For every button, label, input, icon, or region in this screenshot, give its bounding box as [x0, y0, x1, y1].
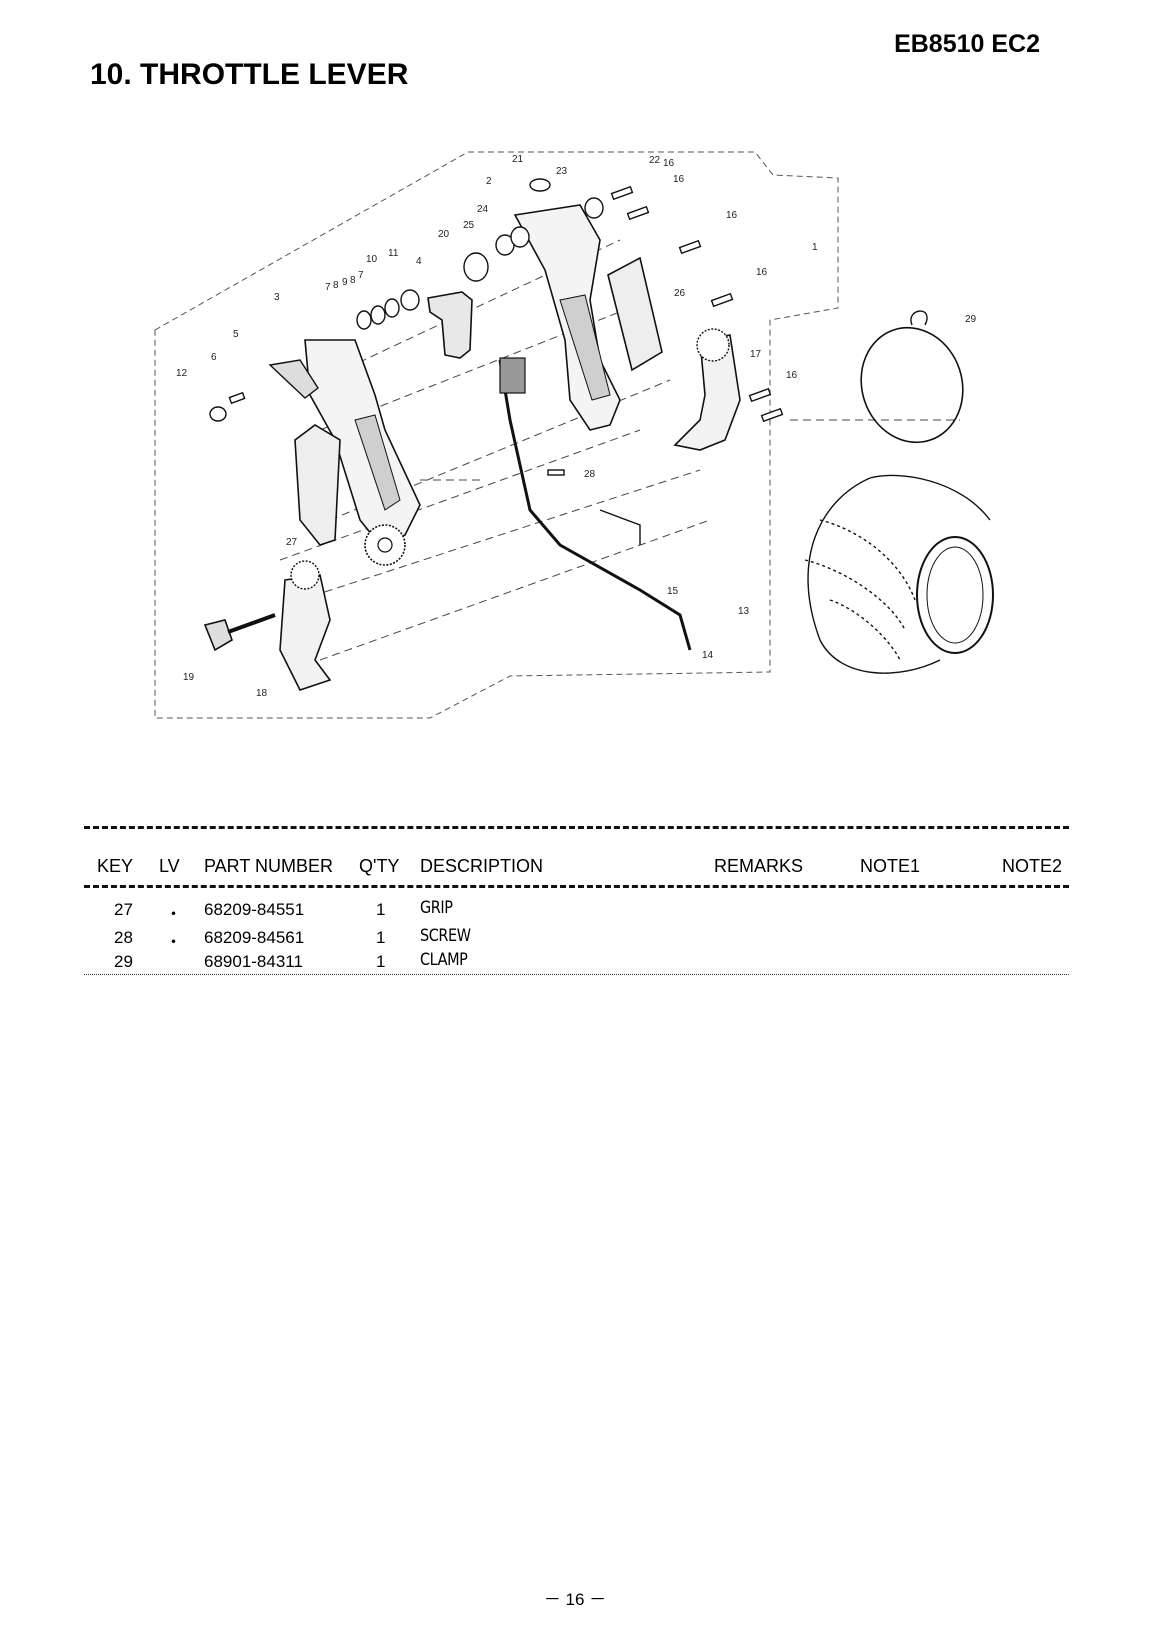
- handle-right-texture: [559, 294, 611, 401]
- callout-16c: 16: [726, 210, 738, 221]
- callout-20: 20: [438, 229, 450, 240]
- callout-6: 6: [211, 352, 217, 363]
- knob-shaft: [227, 613, 276, 634]
- bracket-lower: [279, 574, 332, 691]
- callout-16b: 16: [673, 174, 685, 185]
- row-27-description: GRIP: [420, 898, 453, 918]
- callout-labels: 1 2 3 4 5 6 7 8 9 8 7 10 11 12 13 14 15 …: [176, 154, 977, 699]
- table-bottom-rule: [84, 974, 1069, 975]
- callout-16d: 16: [756, 267, 768, 278]
- callout-1: 1: [812, 242, 818, 253]
- table-header-rule: [84, 885, 1069, 888]
- row-29-qty: 1: [376, 952, 386, 971]
- page-title: 10. THROTTLE LEVER: [90, 58, 409, 91]
- col-header-note1: NOTE1: [860, 856, 921, 876]
- gear-hub-left: [377, 537, 393, 553]
- callout-14: 14: [702, 650, 714, 661]
- callout-7b: 7: [358, 270, 364, 281]
- callout-18: 18: [256, 688, 268, 699]
- callout-21: 21: [512, 154, 524, 165]
- throttle-cable: [498, 359, 692, 651]
- side-cover: [607, 256, 663, 372]
- callout-19: 19: [183, 672, 195, 683]
- callout-24: 24: [477, 204, 489, 215]
- callout-27: 27: [286, 537, 298, 548]
- callout-15: 15: [667, 586, 679, 597]
- lever-arm: [268, 359, 319, 399]
- row-28-description: SCREW: [420, 926, 471, 946]
- row-27-lv: ・: [165, 905, 182, 924]
- callout-11: 11: [388, 248, 399, 259]
- callout-3: 3: [274, 292, 280, 303]
- adjust-knob: [203, 619, 233, 652]
- callout-4: 4: [416, 256, 422, 267]
- col-header-description: DESCRIPTION: [420, 856, 544, 876]
- row-29-part-number: 68901-84311: [204, 952, 303, 971]
- col-header-key: KEY: [97, 856, 134, 876]
- callout-23: 23: [556, 166, 568, 177]
- table-top-rule: [84, 826, 1069, 829]
- row-28-qty: 1: [376, 928, 386, 947]
- row-29-description: CLAMP: [420, 950, 468, 970]
- callout-22: 22: [649, 155, 661, 166]
- callout-16a: 16: [663, 158, 675, 169]
- callout-13: 13: [738, 606, 750, 617]
- row-28-lv: ・: [165, 933, 182, 952]
- col-header-lv: LV: [159, 856, 180, 876]
- washers: [209, 178, 604, 422]
- switch-block: [499, 357, 526, 394]
- grip-cover: [294, 424, 341, 546]
- model-number: EB8510 EC2: [894, 30, 1040, 58]
- row-27-key: 27: [114, 900, 133, 919]
- callout-9: 9: [342, 277, 348, 288]
- spline-gear-lower: [290, 560, 320, 590]
- callout-17: 17: [750, 349, 762, 360]
- handle-left-texture: [354, 414, 401, 511]
- col-header-remarks: REMARKS: [714, 856, 804, 876]
- callout-28: 28: [584, 469, 596, 480]
- clamp-latch: [910, 310, 928, 326]
- callout-10: 10: [366, 254, 378, 265]
- screws: [228, 185, 784, 476]
- callout-29: 29: [965, 314, 977, 325]
- callout-25: 25: [463, 220, 475, 231]
- page-number: － 16 －: [543, 1590, 607, 1609]
- col-header-part-number: PART NUMBER: [204, 856, 334, 876]
- spline-gear-upper: [696, 328, 730, 362]
- clamp-ring: [860, 326, 964, 444]
- callout-2: 2: [486, 176, 492, 187]
- callout-12: 12: [176, 368, 188, 379]
- callout-5: 5: [233, 329, 239, 340]
- bracket-upper: [673, 334, 741, 451]
- row-28-key: 28: [114, 928, 133, 947]
- throttle-trigger: [427, 291, 473, 359]
- callout-8: 8: [333, 280, 339, 291]
- col-header-note2: NOTE2: [1002, 856, 1063, 876]
- callout-16e: 16: [786, 370, 798, 381]
- stop-switch-wire: [599, 509, 641, 545]
- row-29-key: 29: [114, 952, 133, 971]
- row-28-part-number: 68209-84561: [204, 928, 305, 947]
- callout-8b: 8: [350, 275, 356, 286]
- row-27-qty: 1: [376, 900, 386, 919]
- assembly-boundary: [154, 151, 839, 719]
- row-27-part-number: 68209-84551: [204, 900, 305, 919]
- callout-26: 26: [674, 288, 686, 299]
- callout-7: 7: [325, 282, 331, 293]
- flexible-pipe: [804, 474, 994, 674]
- exploded-parts-diagram: 1 2 3 4 5 6 7 8 9 8 7 10 11 12 13 14 15 …: [154, 151, 994, 719]
- col-header-qty: Q'TY: [359, 856, 400, 876]
